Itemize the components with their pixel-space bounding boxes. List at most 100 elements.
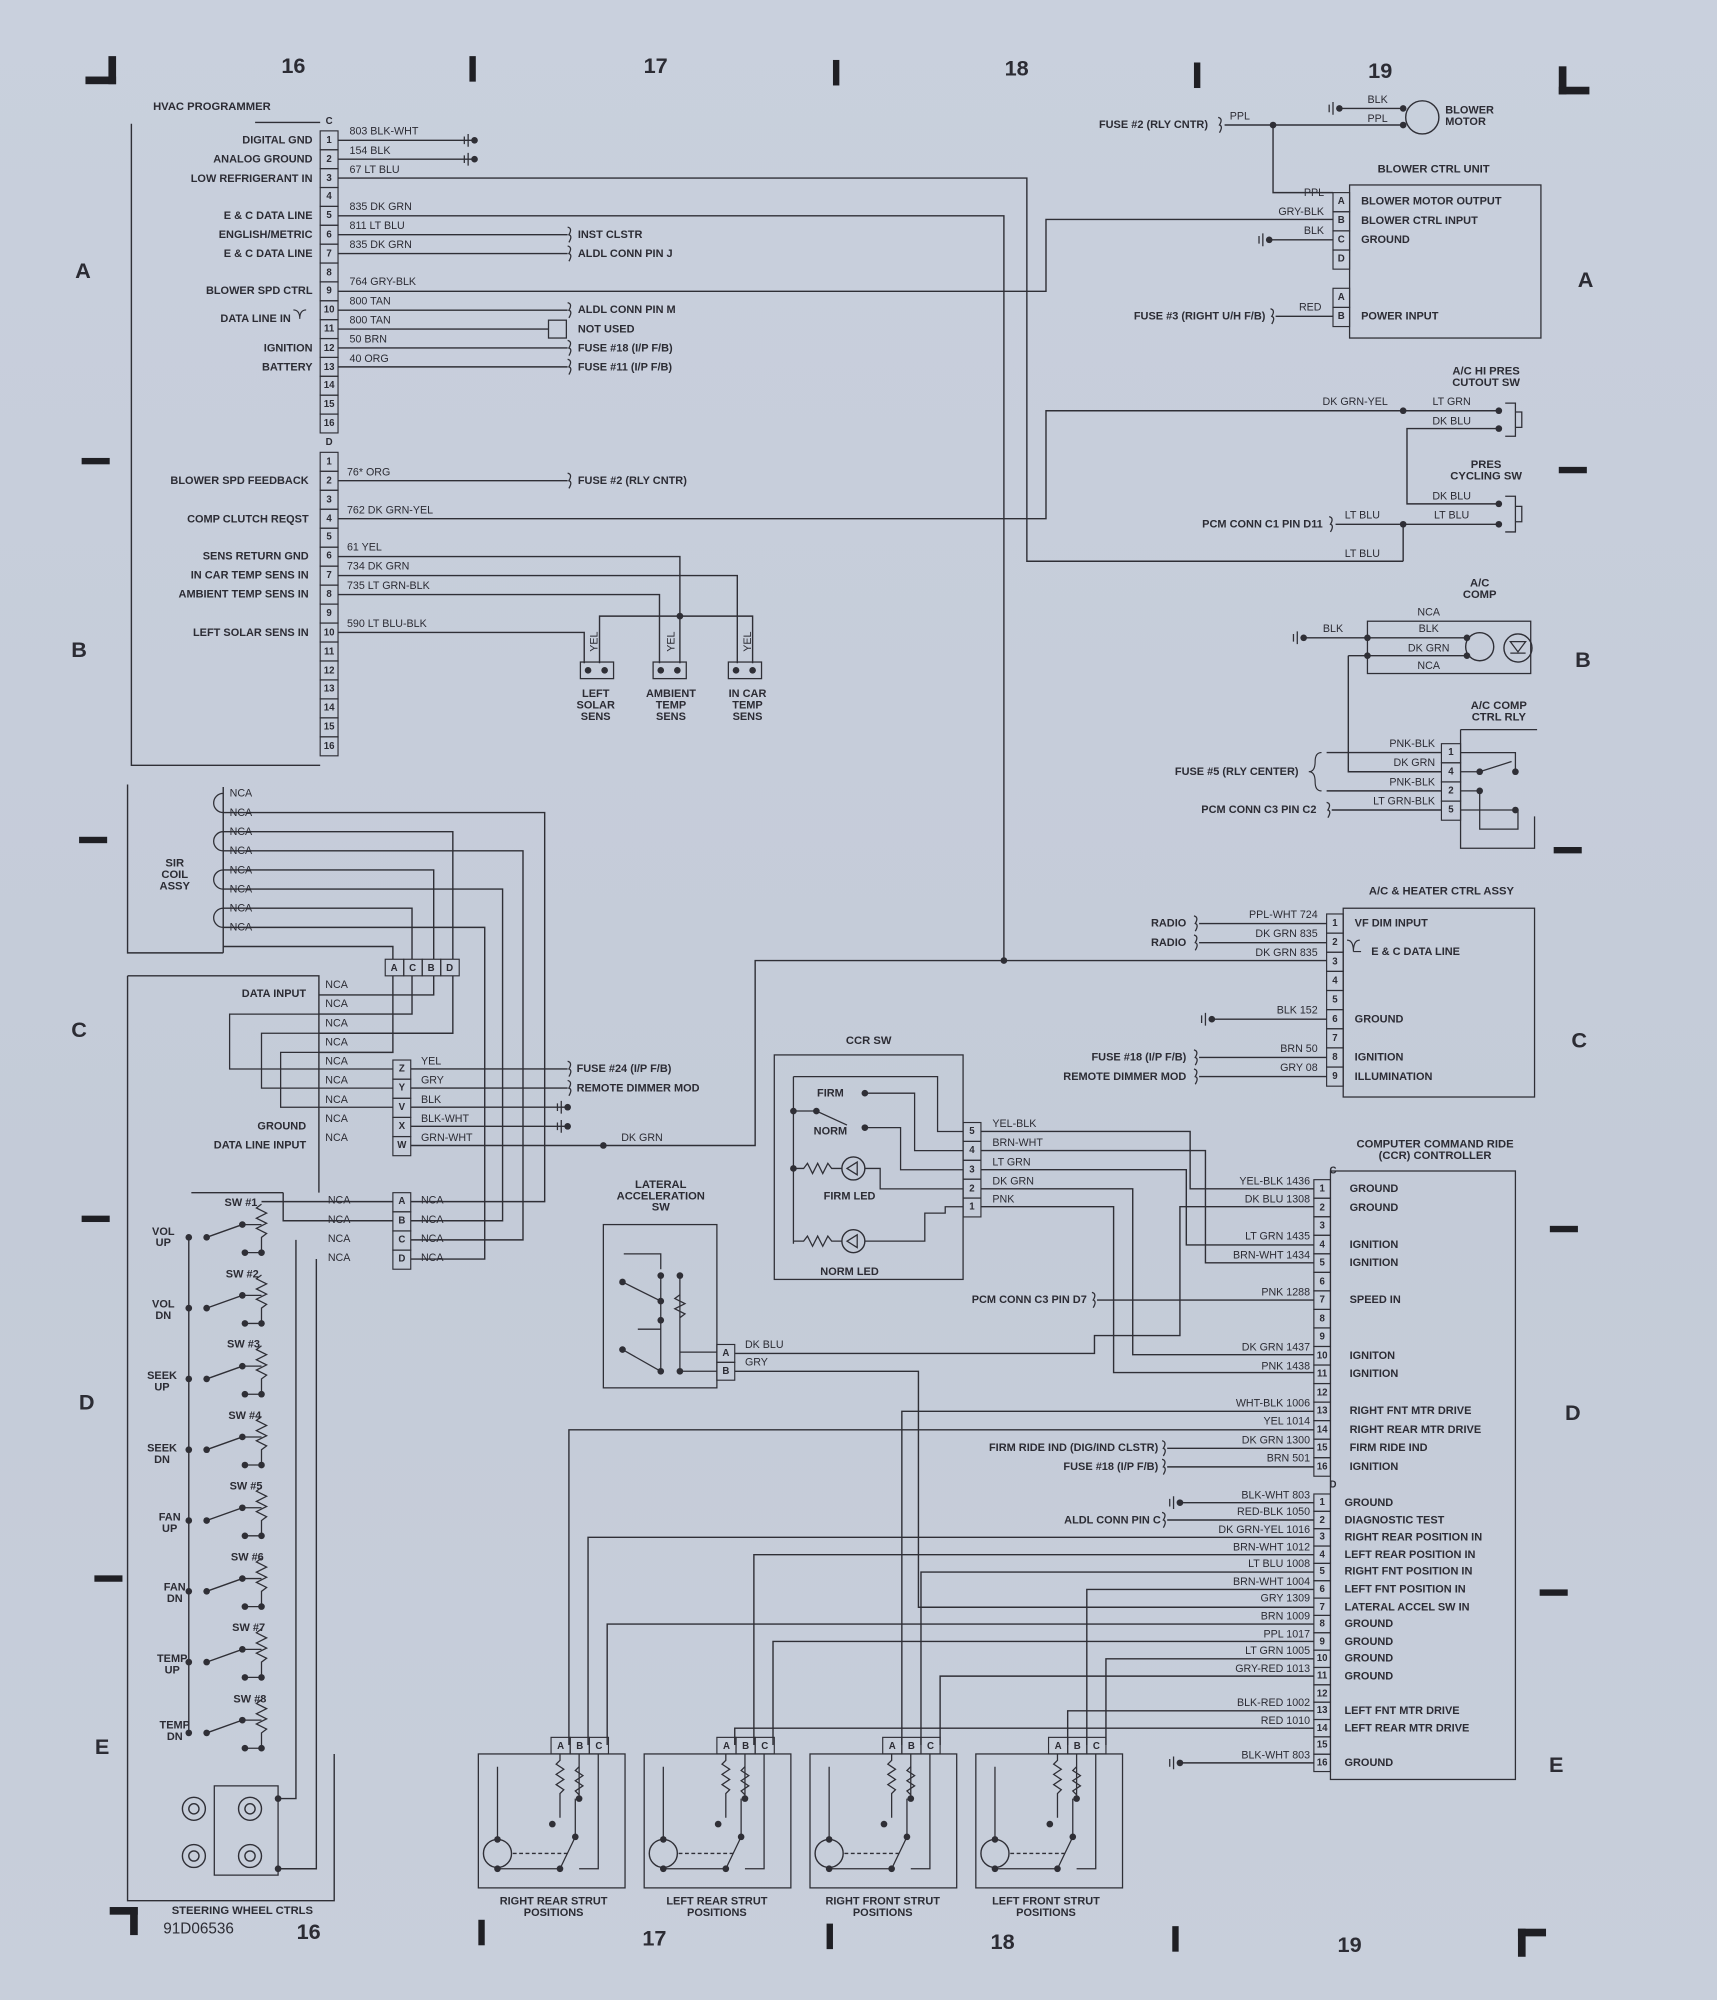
blower-ctrl-pin-function: BLOWER MOTOR OUTPUT bbox=[1361, 194, 1502, 208]
ac-heater-pin: 4 bbox=[1332, 974, 1338, 987]
steering-right-wire: NCA bbox=[420, 1193, 444, 1207]
hvac-d-pin-function: LEFT SOLAR SENS IN bbox=[192, 625, 309, 639]
hvac-c-wire-label: 764 GRY-BLK bbox=[349, 275, 417, 289]
resistor-icon bbox=[555, 1753, 585, 1818]
steering-connector-pin: D bbox=[398, 1252, 406, 1265]
splice-dot bbox=[741, 1795, 749, 1802]
splice-dot bbox=[1399, 407, 1407, 415]
sir-coil-wire: NCA bbox=[229, 901, 253, 915]
wire bbox=[213, 1785, 279, 1876]
ccr-c-pin-number: 12 bbox=[1316, 1386, 1328, 1398]
hvac-c-wire-label: 800 TAN bbox=[349, 294, 391, 308]
ccr-d-wire-label: PPL 1017 bbox=[1263, 1626, 1311, 1640]
wire bbox=[338, 410, 1404, 520]
blower-motor-label: BLOWER MOTOR bbox=[1445, 103, 1494, 128]
wire bbox=[223, 830, 454, 960]
splice-dot bbox=[241, 1320, 249, 1327]
ccr-switch-box bbox=[773, 1054, 964, 1281]
sir-coil-wire: NCA bbox=[229, 786, 253, 800]
pcm-c1-wire: LT BLU bbox=[1344, 508, 1380, 522]
wire bbox=[901, 1410, 1314, 1746]
grid-row-label: D bbox=[1564, 1400, 1581, 1425]
hvac-d-pin-number: 3 bbox=[326, 493, 332, 505]
splice-dot bbox=[991, 1865, 999, 1873]
ground-icon bbox=[1200, 1012, 1207, 1026]
brace-icon bbox=[293, 309, 307, 319]
splice-dot bbox=[241, 1674, 249, 1681]
connector-end-icon bbox=[1161, 1440, 1166, 1457]
wire bbox=[939, 1675, 1314, 1746]
wire bbox=[994, 1753, 1097, 1870]
ccr-d-source: ALDL CONN PIN C bbox=[1064, 1512, 1161, 1526]
hvac-c-pin-number: 2 bbox=[326, 152, 332, 165]
ccr-d-pin-number: 1 bbox=[1319, 1496, 1325, 1508]
ccr-c-pin-number: 8 bbox=[1319, 1312, 1325, 1324]
ccr-switch-pin: 5 bbox=[969, 1125, 975, 1137]
wire bbox=[606, 1623, 1314, 1746]
blower-motor-icon bbox=[1405, 100, 1440, 135]
connector-end-icon bbox=[567, 1079, 572, 1097]
wire bbox=[278, 1239, 297, 1800]
splice-dot bbox=[1399, 121, 1407, 129]
hvac-d-pin-function: SENS RETURN GND bbox=[202, 549, 309, 563]
hvac-c-destination: INST CLSTR bbox=[577, 227, 643, 241]
hvac-c-pin-function: DIGITAL GND bbox=[242, 133, 313, 147]
blower-power-wire: RED bbox=[1298, 300, 1322, 314]
wire bbox=[662, 1753, 765, 1870]
wire bbox=[920, 1571, 1314, 1746]
resistor-icon bbox=[886, 1753, 916, 1818]
ccr-d-wire-label: BRN-WHT 1004 bbox=[1233, 1574, 1311, 1588]
hvac-c-destination: NOT USED bbox=[577, 322, 635, 335]
lateral-accel-pin: B bbox=[722, 1364, 730, 1377]
data-line-in-label: DATA LINE IN bbox=[220, 311, 291, 325]
splice-dot bbox=[241, 1532, 249, 1540]
steering-button-function: SEEK DN bbox=[147, 1441, 177, 1466]
splice-dot bbox=[657, 1316, 665, 1324]
splice-dot bbox=[1054, 1865, 1061, 1873]
splice-dot bbox=[203, 1234, 210, 1241]
splice-dot bbox=[1364, 652, 1371, 659]
grid-row-label: E bbox=[1548, 1752, 1564, 1778]
connector-cavity bbox=[392, 1135, 412, 1157]
strut-motor-icon bbox=[482, 1838, 513, 1869]
relay-pin: 1 bbox=[1448, 746, 1454, 758]
strut-connector-pin: A bbox=[722, 1739, 730, 1751]
splice-dot bbox=[1069, 1833, 1077, 1841]
splice-dot bbox=[241, 1461, 249, 1469]
connector-end-icon bbox=[567, 358, 572, 375]
data-line-input-label: DATA LINE INPUT bbox=[213, 1138, 307, 1152]
relay-pin: 4 bbox=[1448, 765, 1454, 777]
splice-dot bbox=[1000, 957, 1008, 964]
relay-wire: DK GRN bbox=[1393, 755, 1436, 769]
splice-dot bbox=[657, 1272, 665, 1279]
splice-dot bbox=[571, 1833, 579, 1841]
connector-end-icon bbox=[1161, 1458, 1166, 1475]
splice-dot bbox=[676, 1367, 684, 1375]
steering-button-function: FAN DN bbox=[163, 1580, 186, 1605]
splice-dot bbox=[1265, 236, 1273, 244]
ground-icon bbox=[463, 152, 469, 166]
resistor-icon bbox=[720, 1753, 750, 1818]
wire bbox=[228, 1013, 393, 1108]
drawing-id: 91D06536 bbox=[163, 1919, 234, 1938]
ac-heater-wire: DK GRN 835 bbox=[1255, 945, 1318, 959]
steering-left-wire: NCA bbox=[327, 1231, 351, 1245]
relay-pin: 2 bbox=[1448, 784, 1454, 796]
splice-dot bbox=[1463, 634, 1471, 642]
connector-end-icon bbox=[567, 301, 572, 319]
ccr-d-pin-number: 16 bbox=[1316, 1756, 1328, 1769]
ac-comp-clutch-icon bbox=[1464, 631, 1495, 662]
ccr-d-pin-function: DIAGNOSTIC TEST bbox=[1344, 1512, 1445, 1526]
splice-dot bbox=[888, 1865, 895, 1873]
ccr-d-pin-function: LEFT REAR MTR DRIVE bbox=[1344, 1721, 1470, 1734]
switch-lever-icon bbox=[206, 1719, 243, 1734]
ccr-d-wire-label: LT BLU 1008 bbox=[1248, 1557, 1311, 1570]
switch-lever-icon bbox=[622, 1281, 662, 1302]
radio-connector-wire: GRY bbox=[420, 1073, 444, 1087]
wire bbox=[980, 1188, 1314, 1356]
ac-heater-wire: PPL-WHT 724 bbox=[1249, 907, 1318, 921]
radio-connector-wire: GRN-WHT bbox=[420, 1130, 473, 1144]
splice-dot bbox=[274, 1795, 282, 1802]
splice-dot bbox=[1495, 407, 1503, 415]
switch-lever-icon bbox=[206, 1507, 243, 1522]
